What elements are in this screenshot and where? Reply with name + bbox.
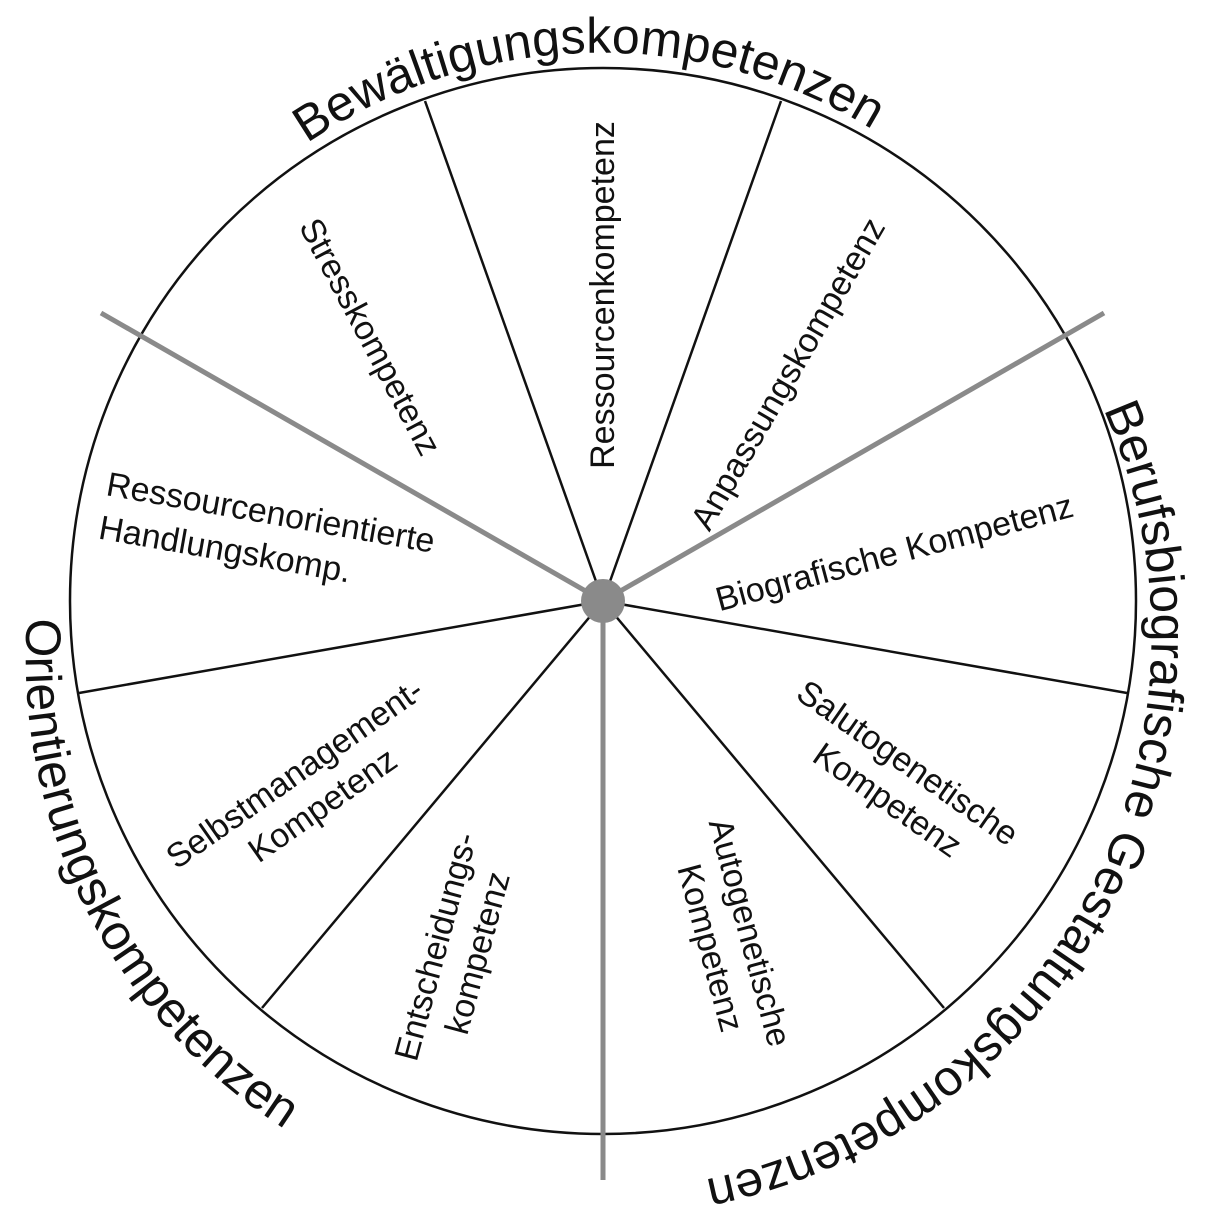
label-entscheidungskompetenz: Entscheidungs- kompetenz bbox=[387, 819, 527, 1075]
divider-line bbox=[601, 100, 783, 602]
group-divider-line bbox=[601, 310, 1106, 604]
label-autogenetische-kompetenz: Autogenetische Kompetenz bbox=[660, 814, 800, 1070]
divider-line bbox=[602, 599, 1128, 695]
label-selbstmanagement-kompetenz: Selbstmanagement- Kompetenz bbox=[159, 665, 462, 910]
label-anpassungskompetenz: Anpassungskompetenz bbox=[683, 211, 893, 536]
group-label-orientierung: Orientierungskompetenzen bbox=[14, 618, 309, 1139]
divider-line bbox=[261, 600, 604, 1009]
label-ressourcenkompetenz: Ressourcenkompetenz bbox=[584, 121, 622, 469]
segment-dividers bbox=[78, 100, 1128, 1009]
divider-line bbox=[423, 100, 605, 602]
label-salutogenetische-kompetenz: Salutogenetische Kompetenz bbox=[766, 673, 1033, 894]
group-dividers bbox=[99, 310, 1106, 1180]
divider-line bbox=[602, 600, 945, 1009]
label-ressourcenorientierte-handlungskomp: Ressourcenorientierte Handlungskomp. bbox=[96, 465, 447, 605]
hub bbox=[581, 579, 625, 623]
group-divider-line bbox=[99, 310, 605, 604]
divider-line bbox=[78, 599, 604, 695]
label-stresskompetenz: Stresskompetenz bbox=[291, 212, 448, 462]
